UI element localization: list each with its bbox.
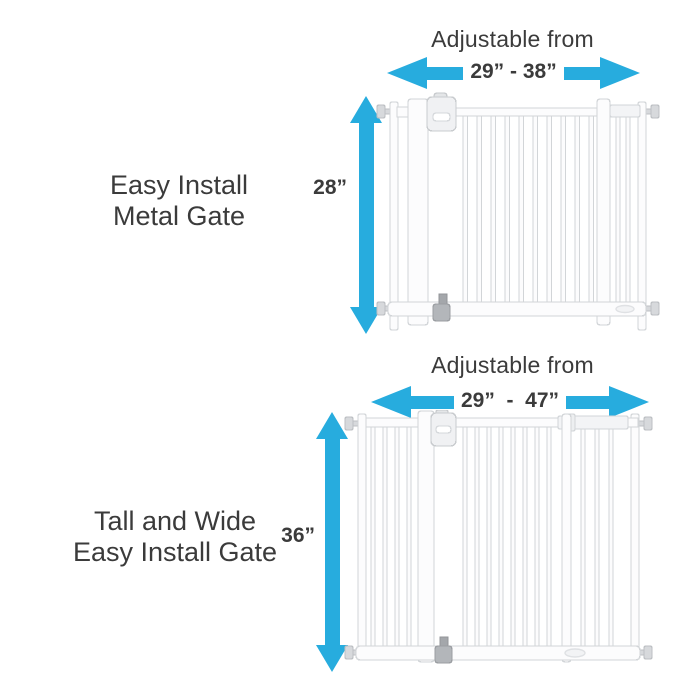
brand-badge [432,112,451,122]
gate-label-line2: Easy Install Gate [72,537,278,567]
left-pressure-post [389,101,399,331]
foot-pedal [434,645,453,664]
height-label: 36” [281,524,315,547]
wall-knob [344,645,354,660]
gate-label-line2: Metal Gate [112,201,246,231]
bottom-rail [387,301,647,317]
arrow-bar [358,123,374,307]
wall-knob [643,416,653,431]
bottom-rail [355,645,641,661]
width-range-label: 29” - 38” [470,60,557,83]
width-range-label: 29” - 47” [460,389,560,412]
foot-pedal [432,303,451,322]
wall-knob [376,104,386,119]
right-pressure-post [630,413,640,658]
door-latch-post [561,413,572,663]
wall-knob [650,104,660,119]
door-latch-post [596,98,611,326]
up-arrowhead-icon [316,412,348,439]
height-arrow [316,412,348,672]
rail-end-cap [564,648,586,658]
door-hinge-post [417,410,435,663]
top-connector [396,106,410,118]
right-arrowhead-icon [609,386,649,418]
wall-knob [643,645,653,660]
arrow-bar [411,395,454,409]
arrow-bar [324,439,340,645]
extension-bar [625,116,631,303]
rail-end-cap [615,304,635,314]
wall-knob [344,416,354,431]
gate-label-tall-wide: Tall and Wide Easy Install Gate [30,506,320,568]
height-label: 28” [313,176,347,199]
gate-label-metal: Easy Install Metal Gate [49,170,309,232]
extension-bars-left [370,426,412,647]
width-arrow: 29” - 47” [371,385,649,419]
extension-bars-right [580,428,614,647]
metal-gate-illustration [376,92,660,331]
left-arrowhead-icon [371,386,411,418]
arrow-bar [427,66,464,80]
left-pressure-post [357,413,367,658]
door-hinge-post [407,98,429,326]
down-arrowhead-icon [316,645,348,672]
tall-wide-gate-illustration [344,410,653,664]
left-arrowhead-icon [387,57,427,89]
gate-label-line1: Tall and Wide [93,506,257,536]
right-pressure-post [637,101,647,331]
arrow-bar [566,395,609,409]
door-bars [462,426,552,647]
height-arrow [350,96,382,334]
door-bars [462,115,595,303]
adjustable-heading: Adjustable from [431,352,594,378]
wall-knob [650,301,660,316]
gate-label-line1: Easy Install [109,170,249,200]
wall-knob [376,301,386,316]
width-arrow: 29” - 38” [387,56,641,90]
brand-badge [435,425,452,434]
right-arrowhead-icon [600,57,641,89]
extension-bar [615,116,621,303]
arrow-bar [563,66,601,80]
adjustable-heading: Adjustable from [431,26,594,52]
extension-rail-housing [609,104,641,118]
